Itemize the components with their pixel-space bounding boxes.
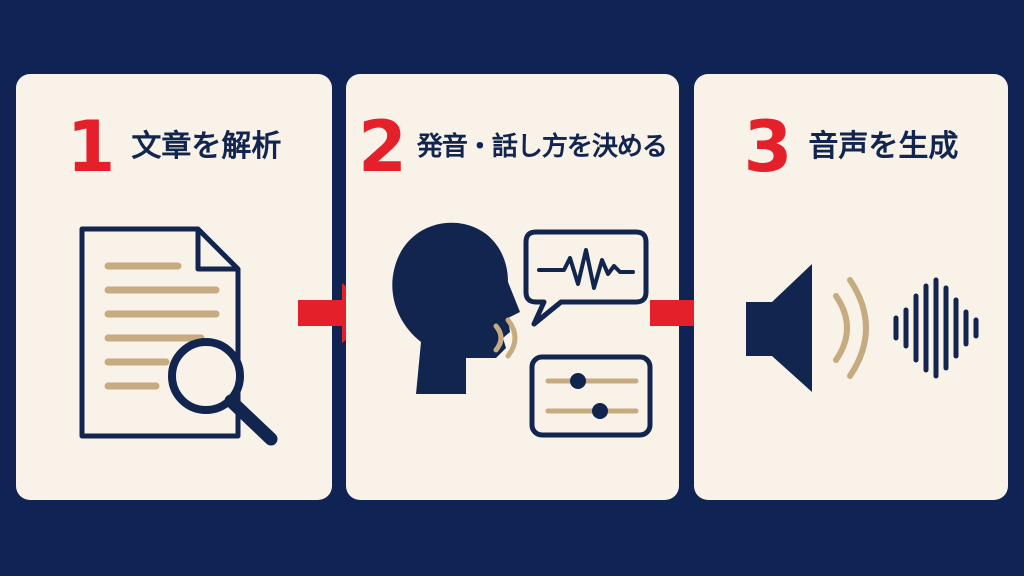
step-header: 1 文章を解析 xyxy=(16,112,332,182)
step-card-generate: 3 音声を生成 xyxy=(694,74,1008,500)
step-header: 3 音声を生成 xyxy=(694,112,1008,182)
step-title: 発音・話し方を決める xyxy=(416,132,668,162)
text-lines xyxy=(104,262,220,390)
sliders-icon xyxy=(529,354,653,438)
magnifier-icon xyxy=(168,338,278,446)
waveform-icon xyxy=(893,277,979,379)
step-number: 1 xyxy=(66,106,116,188)
step-title: 文章を解析 xyxy=(131,129,282,164)
step-card-analyze: 1 文章を解析 xyxy=(16,74,332,500)
step-number: 2 xyxy=(358,106,407,188)
step-card-pronunciation: 2 発音・話し方を決める xyxy=(346,74,679,500)
head-silhouette xyxy=(392,222,520,394)
document-search-icon xyxy=(79,226,278,446)
sound-arcs xyxy=(833,277,869,379)
voice-waves xyxy=(493,317,518,359)
step-number: 3 xyxy=(743,106,793,188)
step-header: 2 発音・話し方を決める xyxy=(346,112,679,182)
step-title: 音声を生成 xyxy=(808,129,959,164)
speech-bubble-icon xyxy=(523,229,649,327)
speaking-head-icon xyxy=(392,222,653,438)
speaker-icon xyxy=(746,264,812,392)
speaker-sound-icon xyxy=(746,264,979,392)
